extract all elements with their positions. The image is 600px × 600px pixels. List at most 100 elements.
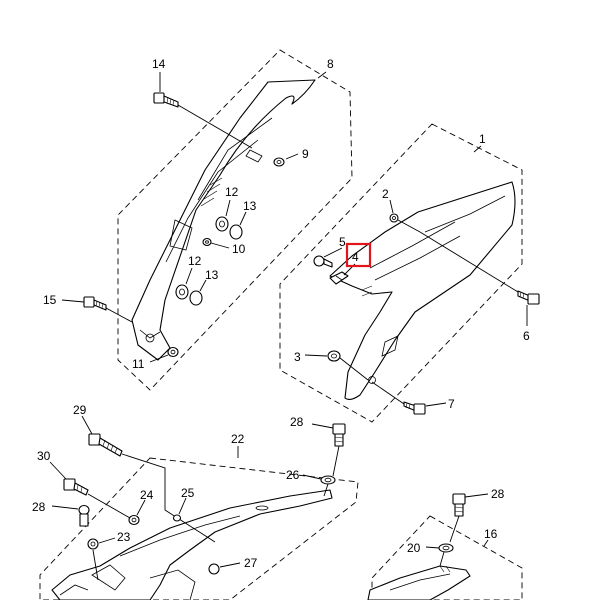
callout-20: 20: [407, 541, 421, 555]
grommet-27[interactable]: [208, 563, 220, 575]
callout-28-left: 28: [32, 500, 46, 514]
callout-10: 10: [232, 242, 246, 256]
bolt-14[interactable]: [153, 92, 179, 108]
leader-29: [81, 415, 93, 435]
callout-28-middle: 28: [290, 415, 304, 429]
leader-26: [302, 474, 322, 480]
leader-25: [178, 497, 187, 515]
leader-27: [219, 562, 241, 568]
callout-1: 1: [479, 132, 486, 146]
leader-16: [483, 539, 489, 547]
grommet-2[interactable]: [389, 213, 399, 223]
leader-3: [304, 354, 328, 357]
bolt-29[interactable]: [88, 433, 123, 457]
leader-29-line: [121, 453, 216, 543]
callout-22: 22: [231, 432, 245, 446]
callout-16: 16: [484, 527, 498, 541]
group-boundary-16: [371, 515, 523, 600]
clip-9: [245, 149, 263, 163]
washer-3[interactable]: [327, 350, 341, 362]
callout-4-highlight: [345, 242, 372, 268]
grommet-20[interactable]: [438, 543, 454, 553]
callout-23: 23: [117, 530, 131, 544]
grommet-12-lower[interactable]: [175, 284, 189, 300]
leader-23-line: [92, 549, 99, 581]
cover-16[interactable]: [367, 565, 471, 600]
bolt-28-right[interactable]: [452, 493, 466, 517]
callout-11: 11: [132, 357, 145, 371]
callout-12-lower: 12: [188, 254, 202, 268]
callout-3: 3: [294, 350, 301, 364]
callout-13-lower: 13: [205, 268, 219, 282]
leader-13-lower: [199, 279, 207, 292]
side-cover-1[interactable]: [329, 181, 516, 401]
collar-23[interactable]: [87, 538, 99, 550]
leader-28-right-line: [449, 515, 460, 543]
leader-7: [425, 402, 447, 407]
leader-9: [285, 153, 299, 160]
leader-13-upper: [239, 211, 247, 226]
leader-12-lower: [185, 267, 193, 285]
leader-14-line: [177, 104, 253, 149]
callout-2: 2: [382, 187, 389, 201]
leader-10: [210, 242, 230, 249]
callout-27: 27: [244, 556, 258, 570]
side-cover-8[interactable]: [131, 79, 316, 361]
callout-6: 6: [523, 329, 530, 343]
group-boundary-8: [117, 49, 353, 391]
leader-15-line: [105, 307, 133, 323]
callout-5: 5: [339, 235, 346, 249]
group-boundary-22: [39, 457, 359, 600]
leader-7-line: [371, 381, 405, 405]
callout-9: 9: [302, 147, 309, 161]
callout-15: 15: [43, 293, 57, 307]
leader-1: [473, 145, 482, 153]
bolt-6[interactable]: [517, 290, 540, 305]
callout-12-upper: 12: [225, 185, 239, 199]
callout-26: 26: [286, 468, 300, 482]
bolt-15[interactable]: [83, 296, 107, 311]
callout-13-upper: 13: [243, 199, 257, 213]
callout-30: 30: [37, 449, 51, 463]
callout-24: 24: [140, 488, 154, 502]
screw-5[interactable]: [313, 255, 333, 268]
leader-30: [49, 461, 67, 480]
callout-4: 4: [352, 250, 359, 264]
leader-26-line: [323, 483, 329, 497]
group-boundary-1: [279, 123, 523, 423]
callout-7: 7: [448, 397, 455, 411]
washer-10[interactable]: [202, 237, 212, 247]
leader-20: [425, 546, 440, 549]
nut-24[interactable]: [128, 514, 140, 526]
callout-25: 25: [181, 486, 195, 500]
washer-11[interactable]: [167, 346, 179, 358]
grommet-9[interactable]: [273, 157, 285, 167]
bolt-30[interactable]: [63, 478, 89, 496]
leader-23: [98, 537, 116, 544]
leader-8: [317, 71, 327, 79]
leader-6-line: [419, 231, 519, 293]
leader-28-left: [51, 505, 79, 510]
leader-12-upper: [225, 199, 231, 217]
bracket-22[interactable]: [51, 489, 333, 600]
collar-13-lower[interactable]: [189, 290, 203, 306]
bolt-7[interactable]: [403, 401, 426, 415]
callout-14: 14: [152, 57, 166, 71]
leader-15: [61, 299, 85, 303]
leader-24: [136, 499, 146, 516]
clip-25[interactable]: [172, 514, 182, 522]
bolt-28-middle[interactable]: [332, 423, 346, 447]
grommet-26[interactable]: [320, 475, 336, 485]
leader-11: [149, 354, 169, 363]
leader-28-middle-line: [332, 445, 340, 477]
callout-29: 29: [73, 403, 87, 417]
collar-13-upper[interactable]: [229, 224, 243, 240]
clip-4[interactable]: [329, 271, 349, 285]
leader-28-right: [464, 493, 489, 498]
leader-2-line: [397, 219, 421, 233]
bolt-28-left[interactable]: [78, 504, 90, 527]
grommet-12-upper[interactable]: [215, 216, 229, 232]
leader-5: [323, 247, 343, 258]
leader-20-line: [439, 551, 445, 567]
